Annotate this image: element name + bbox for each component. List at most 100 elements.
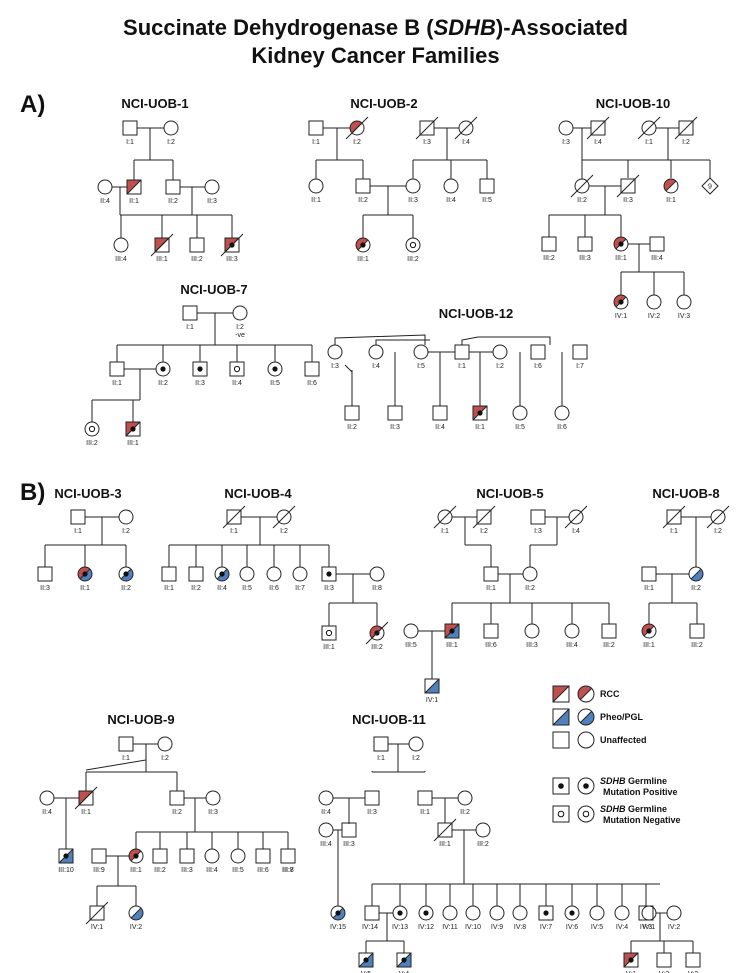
partner-link — [375, 339, 430, 345]
individual-label: II:2 — [121, 585, 131, 592]
male-square — [192, 361, 208, 377]
individual-label: I:1 — [377, 755, 385, 762]
male-square — [479, 178, 495, 194]
individual-nci-uob-8-I-2: I:2 — [706, 505, 730, 535]
legend-rcc-circle-fill — [578, 686, 592, 700]
individual-label: III:2 — [86, 440, 98, 447]
male-square — [70, 509, 86, 525]
individual-label: III:6 — [485, 642, 497, 649]
individual-label: III:4 — [206, 867, 218, 874]
female-circle — [413, 344, 429, 360]
female-circle — [641, 623, 657, 639]
individual-label: III:1 — [643, 642, 655, 649]
individual-label: IV:7 — [540, 924, 552, 931]
individual-label: II:3 — [367, 809, 377, 816]
individual-label: II:3 — [195, 380, 205, 387]
family-title-nci-uob-8: NCI-UOB-8 — [652, 486, 719, 501]
individual-nci-uob-2-II-2: II:2 — [355, 178, 371, 204]
individual-nci-uob-7-I-1: I:1 — [182, 305, 198, 331]
rcc-fill — [664, 179, 676, 191]
female-circle — [163, 120, 179, 136]
individual-label: I:6 — [534, 363, 542, 370]
individual-nci-uob-8-III-1: III:1 — [641, 623, 657, 649]
female-circle — [118, 566, 134, 582]
individual-label: I:2 — [353, 139, 361, 146]
sibship-count: 9 — [708, 184, 712, 191]
individual-nci-uob-4-II-6: II:6 — [266, 566, 282, 592]
legend-pheo-circle — [577, 708, 595, 726]
individual-nci-uob-11-IV-9: IV:9 — [489, 905, 505, 931]
carrier-positive-dot — [646, 628, 652, 634]
individual-label: I:1 — [186, 324, 194, 331]
individual-label: II:3 — [390, 424, 400, 431]
individual-label: I:7 — [576, 363, 584, 370]
individual-nci-uob-10-III-2: III:2 — [541, 236, 557, 262]
individual-nci-uob-4-III-1: III:1 — [321, 625, 337, 651]
individual-label: II:2 — [158, 380, 168, 387]
male-square — [432, 405, 448, 421]
female-circle — [368, 344, 384, 360]
female-circle — [318, 822, 334, 838]
carrier-positive-dot — [326, 571, 332, 577]
individual-nci-uob-11-IV-1: IV:1 — [641, 905, 657, 931]
individual-label: I:2 — [682, 139, 690, 146]
individual-nci-uob-5-I-4: I:4 — [564, 505, 588, 535]
female-circle — [475, 822, 491, 838]
female-circle — [327, 344, 343, 360]
individual-label: III:9 — [93, 867, 105, 874]
family-title-nci-uob-2: NCI-UOB-2 — [350, 96, 417, 111]
individual-label: III:3 — [181, 867, 193, 874]
female-circle — [458, 120, 474, 136]
female-circle — [676, 294, 692, 310]
legend-pheo-square — [552, 708, 570, 726]
individual-nci-uob-7-II-3: II:3 — [192, 361, 208, 387]
individual-label: III:1 — [130, 867, 142, 874]
individual-label: III:1 — [156, 256, 168, 263]
individual-label: III:1 — [446, 642, 458, 649]
individual-label: V:5 — [361, 971, 371, 973]
female-circle — [443, 178, 459, 194]
individual-nci-uob-7-II-6: II:6 — [304, 361, 320, 387]
split-line — [579, 710, 593, 724]
individual-label: V:3 — [688, 971, 698, 973]
individual-label: IV:3 — [640, 924, 652, 931]
individual-label: II:2 — [525, 585, 535, 592]
carrier-positive-dot — [272, 366, 278, 372]
male-square — [444, 623, 460, 639]
individual-nci-uob-3-II-2: II:2 — [118, 566, 134, 592]
individual-label: III:1 — [439, 841, 451, 848]
individual-nci-uob-11-V-5: V:5 — [358, 952, 374, 973]
female-circle — [710, 509, 726, 525]
individual-nci-uob-12-II-1: II:1 — [472, 405, 488, 431]
individual-nci-uob-4-II-7: II:7 — [292, 566, 308, 592]
female-circle — [614, 905, 630, 921]
individual-nci-uob-2-II-5: II:5 — [479, 178, 495, 204]
female-circle — [128, 905, 144, 921]
female-circle — [554, 405, 570, 421]
individual-label: III:4 — [651, 255, 663, 262]
male-square — [358, 952, 374, 968]
deceased-slash — [570, 174, 594, 198]
individual-label: III:2 — [543, 255, 555, 262]
individual-nci-uob-2-II-4: II:4 — [443, 178, 459, 204]
female-circle — [641, 120, 657, 136]
female-circle — [292, 566, 308, 582]
carrier-negative-dot — [88, 425, 96, 433]
individual-label: II:2 — [347, 424, 357, 431]
deceased-slash — [564, 505, 588, 529]
male-square — [590, 120, 606, 136]
individual-nci-uob-9-I-1: I:1 — [118, 736, 134, 762]
section-label-a: A) — [20, 91, 45, 118]
individual-nci-uob-11-I-1: I:1 — [373, 736, 389, 762]
individual-nci-uob-2-III-2: III:2 — [405, 237, 421, 263]
female-circle — [128, 848, 144, 864]
pedigree-line — [344, 364, 353, 406]
male-square — [364, 905, 380, 921]
individual-label: III:4 — [115, 256, 127, 263]
legend-unaffected-label: Unaffected — [600, 735, 647, 745]
female-circle — [204, 848, 220, 864]
male-square — [280, 848, 296, 864]
individual-label: II:1 — [311, 197, 321, 204]
individual-nci-uob-5-III-3: III:3 — [524, 623, 540, 649]
carrier-positive-dot — [558, 783, 564, 789]
